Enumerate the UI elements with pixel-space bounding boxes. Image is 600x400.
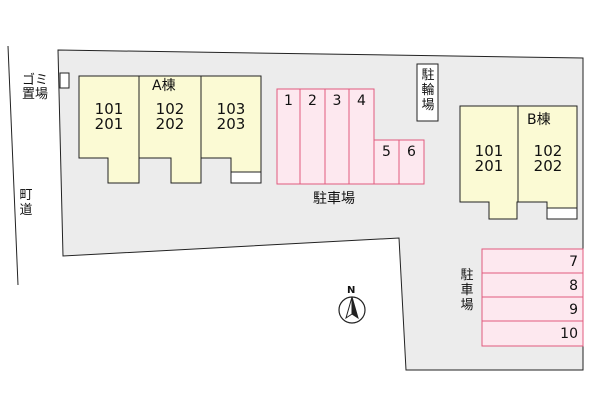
road-edge-line [7, 45, 19, 286]
unit-a-203: 203 [216, 115, 246, 133]
unit-a-101: 101 [94, 100, 124, 118]
garbage-box [59, 72, 70, 89]
unit-a-103: 103 [216, 100, 246, 118]
building-b [459, 105, 578, 220]
parking-space-7: 7 [569, 254, 578, 270]
unit-b-202: 202 [533, 157, 563, 175]
parking-space-9: 9 [569, 302, 578, 318]
unit-b-102: 102 [533, 142, 563, 160]
building-a [78, 75, 262, 184]
parking-main-label: 駐車場 [313, 191, 355, 207]
parking-right-label: 駐車場 [460, 268, 474, 313]
unit-a-102: 102 [155, 100, 185, 118]
parking-space-4: 4 [357, 93, 366, 109]
unit-a-202: 202 [155, 115, 185, 133]
road-label: 町道 [19, 188, 33, 218]
unit-b-201: 201 [474, 157, 504, 175]
parking-space-6: 6 [407, 144, 416, 160]
parking-space-8: 8 [569, 278, 578, 294]
parking-space-2: 2 [308, 93, 317, 109]
unit-b-101: 101 [474, 142, 504, 160]
garbage-label-line1: ゴミ [22, 73, 49, 88]
unit-a-201: 201 [94, 115, 124, 133]
parking-space-5: 5 [382, 144, 391, 160]
compass-icon [338, 296, 366, 324]
parking-space-1: 1 [284, 93, 293, 109]
building-a-name: A棟 [152, 78, 176, 94]
parking-space-10: 10 [560, 326, 578, 342]
bicycle-parking-label: 駐輪場 [421, 68, 435, 113]
parking-main [276, 88, 425, 185]
building-b-name: B棟 [527, 112, 551, 128]
parking-right [481, 248, 584, 347]
compass-north-label: N [347, 285, 356, 296]
bicycle-parking-box [416, 63, 439, 122]
parking-space-3: 3 [332, 93, 342, 109]
garbage-label-line2: 置場 [22, 87, 49, 102]
